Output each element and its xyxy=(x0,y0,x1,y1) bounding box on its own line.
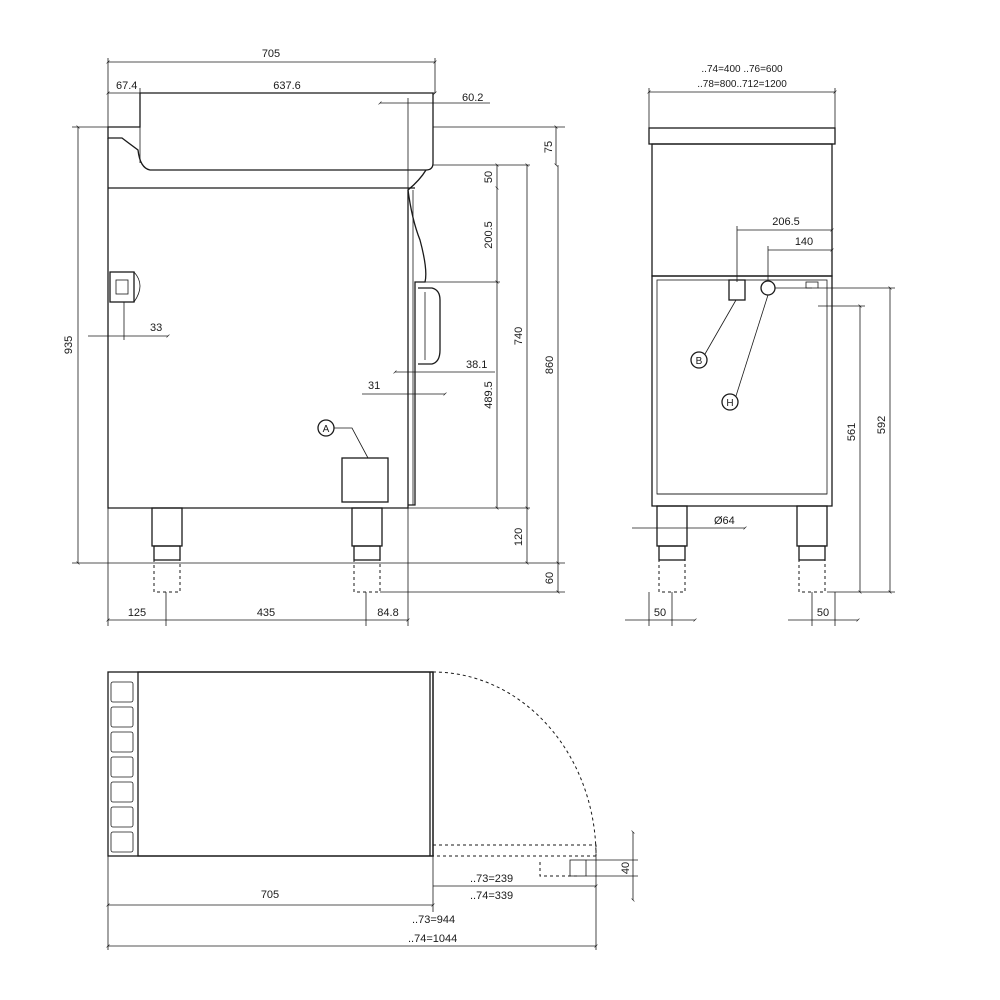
door-open-outline xyxy=(432,844,597,857)
dim-435: 435 xyxy=(257,607,275,619)
electrical-connector xyxy=(109,271,135,303)
dim-60: 60 xyxy=(544,572,556,584)
dim-50: 50 xyxy=(483,171,495,183)
dim-84-8: 84.8 xyxy=(377,607,398,619)
dim-width-line-2: ..78=800..712=1200 xyxy=(697,79,787,90)
callout-b-leader xyxy=(704,299,737,355)
front-worktop xyxy=(648,127,836,145)
callout-a-label: A xyxy=(323,424,330,435)
dim-width-line-1: ..74=400 ..76=600 xyxy=(701,64,783,75)
callout-h-circle xyxy=(721,393,739,411)
dim-50-right: 50 xyxy=(817,607,829,619)
handle-block xyxy=(569,859,587,877)
dim-total-944: ..73=944 xyxy=(412,914,455,926)
top-outline xyxy=(107,671,434,857)
dim-705-top: 705 xyxy=(262,48,280,60)
dim-31: 31 xyxy=(368,380,380,392)
callout-h-leader xyxy=(735,294,769,397)
side-legs xyxy=(151,507,383,593)
callout-h-label: H xyxy=(726,398,733,409)
dim-206-5: 206.5 xyxy=(772,216,800,228)
door-swing-arc xyxy=(432,671,597,857)
side-view: A 705 67.4 637.6 60.2 xyxy=(63,48,565,626)
front-upper-panel xyxy=(651,143,833,277)
dim-33: 33 xyxy=(150,322,162,334)
top-dimensions: 705 ..73=239 ..74=339 ..73=944 ..74=1044 xyxy=(106,856,598,950)
dim-door-339: ..74=339 xyxy=(470,890,513,902)
dim-705-bottom: 705 xyxy=(261,889,279,901)
cabinet-body xyxy=(107,138,427,509)
dim-489-5: 489.5 xyxy=(483,381,495,409)
dim-door-239: ..73=239 xyxy=(470,873,513,885)
dim-50-left: 50 xyxy=(654,607,666,619)
dim-dia-64: Ø64 xyxy=(714,515,735,527)
dim-total-1044: ..74=1044 xyxy=(408,933,457,945)
dim-200-5: 200.5 xyxy=(483,221,495,249)
front-cabinet xyxy=(651,275,833,507)
connector-b xyxy=(728,279,746,301)
top-view: 40 705 ..73=239 ..74=339 ..73=944 ..74=1… xyxy=(106,671,638,950)
dim-75: 75 xyxy=(543,141,555,153)
dim-60-2: 60.2 xyxy=(462,92,483,104)
side-dimensions: 705 67.4 637.6 60.2 75 50 200.5 xyxy=(63,48,565,626)
front-legs xyxy=(656,505,828,593)
dim-40: 40 xyxy=(620,862,632,874)
dim-67-4: 67.4 xyxy=(116,80,137,92)
component-a-box xyxy=(341,457,389,503)
dim-637-6: 637.6 xyxy=(273,80,301,92)
dim-120: 120 xyxy=(513,528,525,546)
dim-125: 125 xyxy=(128,607,146,619)
top-worktop xyxy=(137,671,434,857)
door-profile xyxy=(407,189,427,506)
connector-cable xyxy=(133,271,141,303)
front-opening xyxy=(656,279,828,495)
dim-38-1: 38.1 xyxy=(466,359,487,371)
dim-935: 935 xyxy=(63,336,75,354)
front-dimensions: ..74=400 ..76=600 ..78=800..712=1200 206… xyxy=(625,64,895,626)
callout-b-label: B xyxy=(696,356,703,367)
dim-860: 860 xyxy=(544,356,556,374)
dim-592: 592 xyxy=(876,416,888,434)
front-view: B H ..74=400 ..76=600 ..78=800..712=1200… xyxy=(625,64,895,626)
top-handle xyxy=(539,862,580,877)
control-slots xyxy=(110,681,134,853)
worktop-outline xyxy=(107,92,434,171)
dim-140: 140 xyxy=(795,236,813,248)
dim-561: 561 xyxy=(846,423,858,441)
dim-740: 740 xyxy=(513,327,525,345)
callout-b-circle xyxy=(690,351,708,369)
callout-a-leader xyxy=(334,427,369,459)
door-handle xyxy=(418,287,441,365)
connector-h xyxy=(760,280,776,296)
connector-socket xyxy=(115,279,129,295)
